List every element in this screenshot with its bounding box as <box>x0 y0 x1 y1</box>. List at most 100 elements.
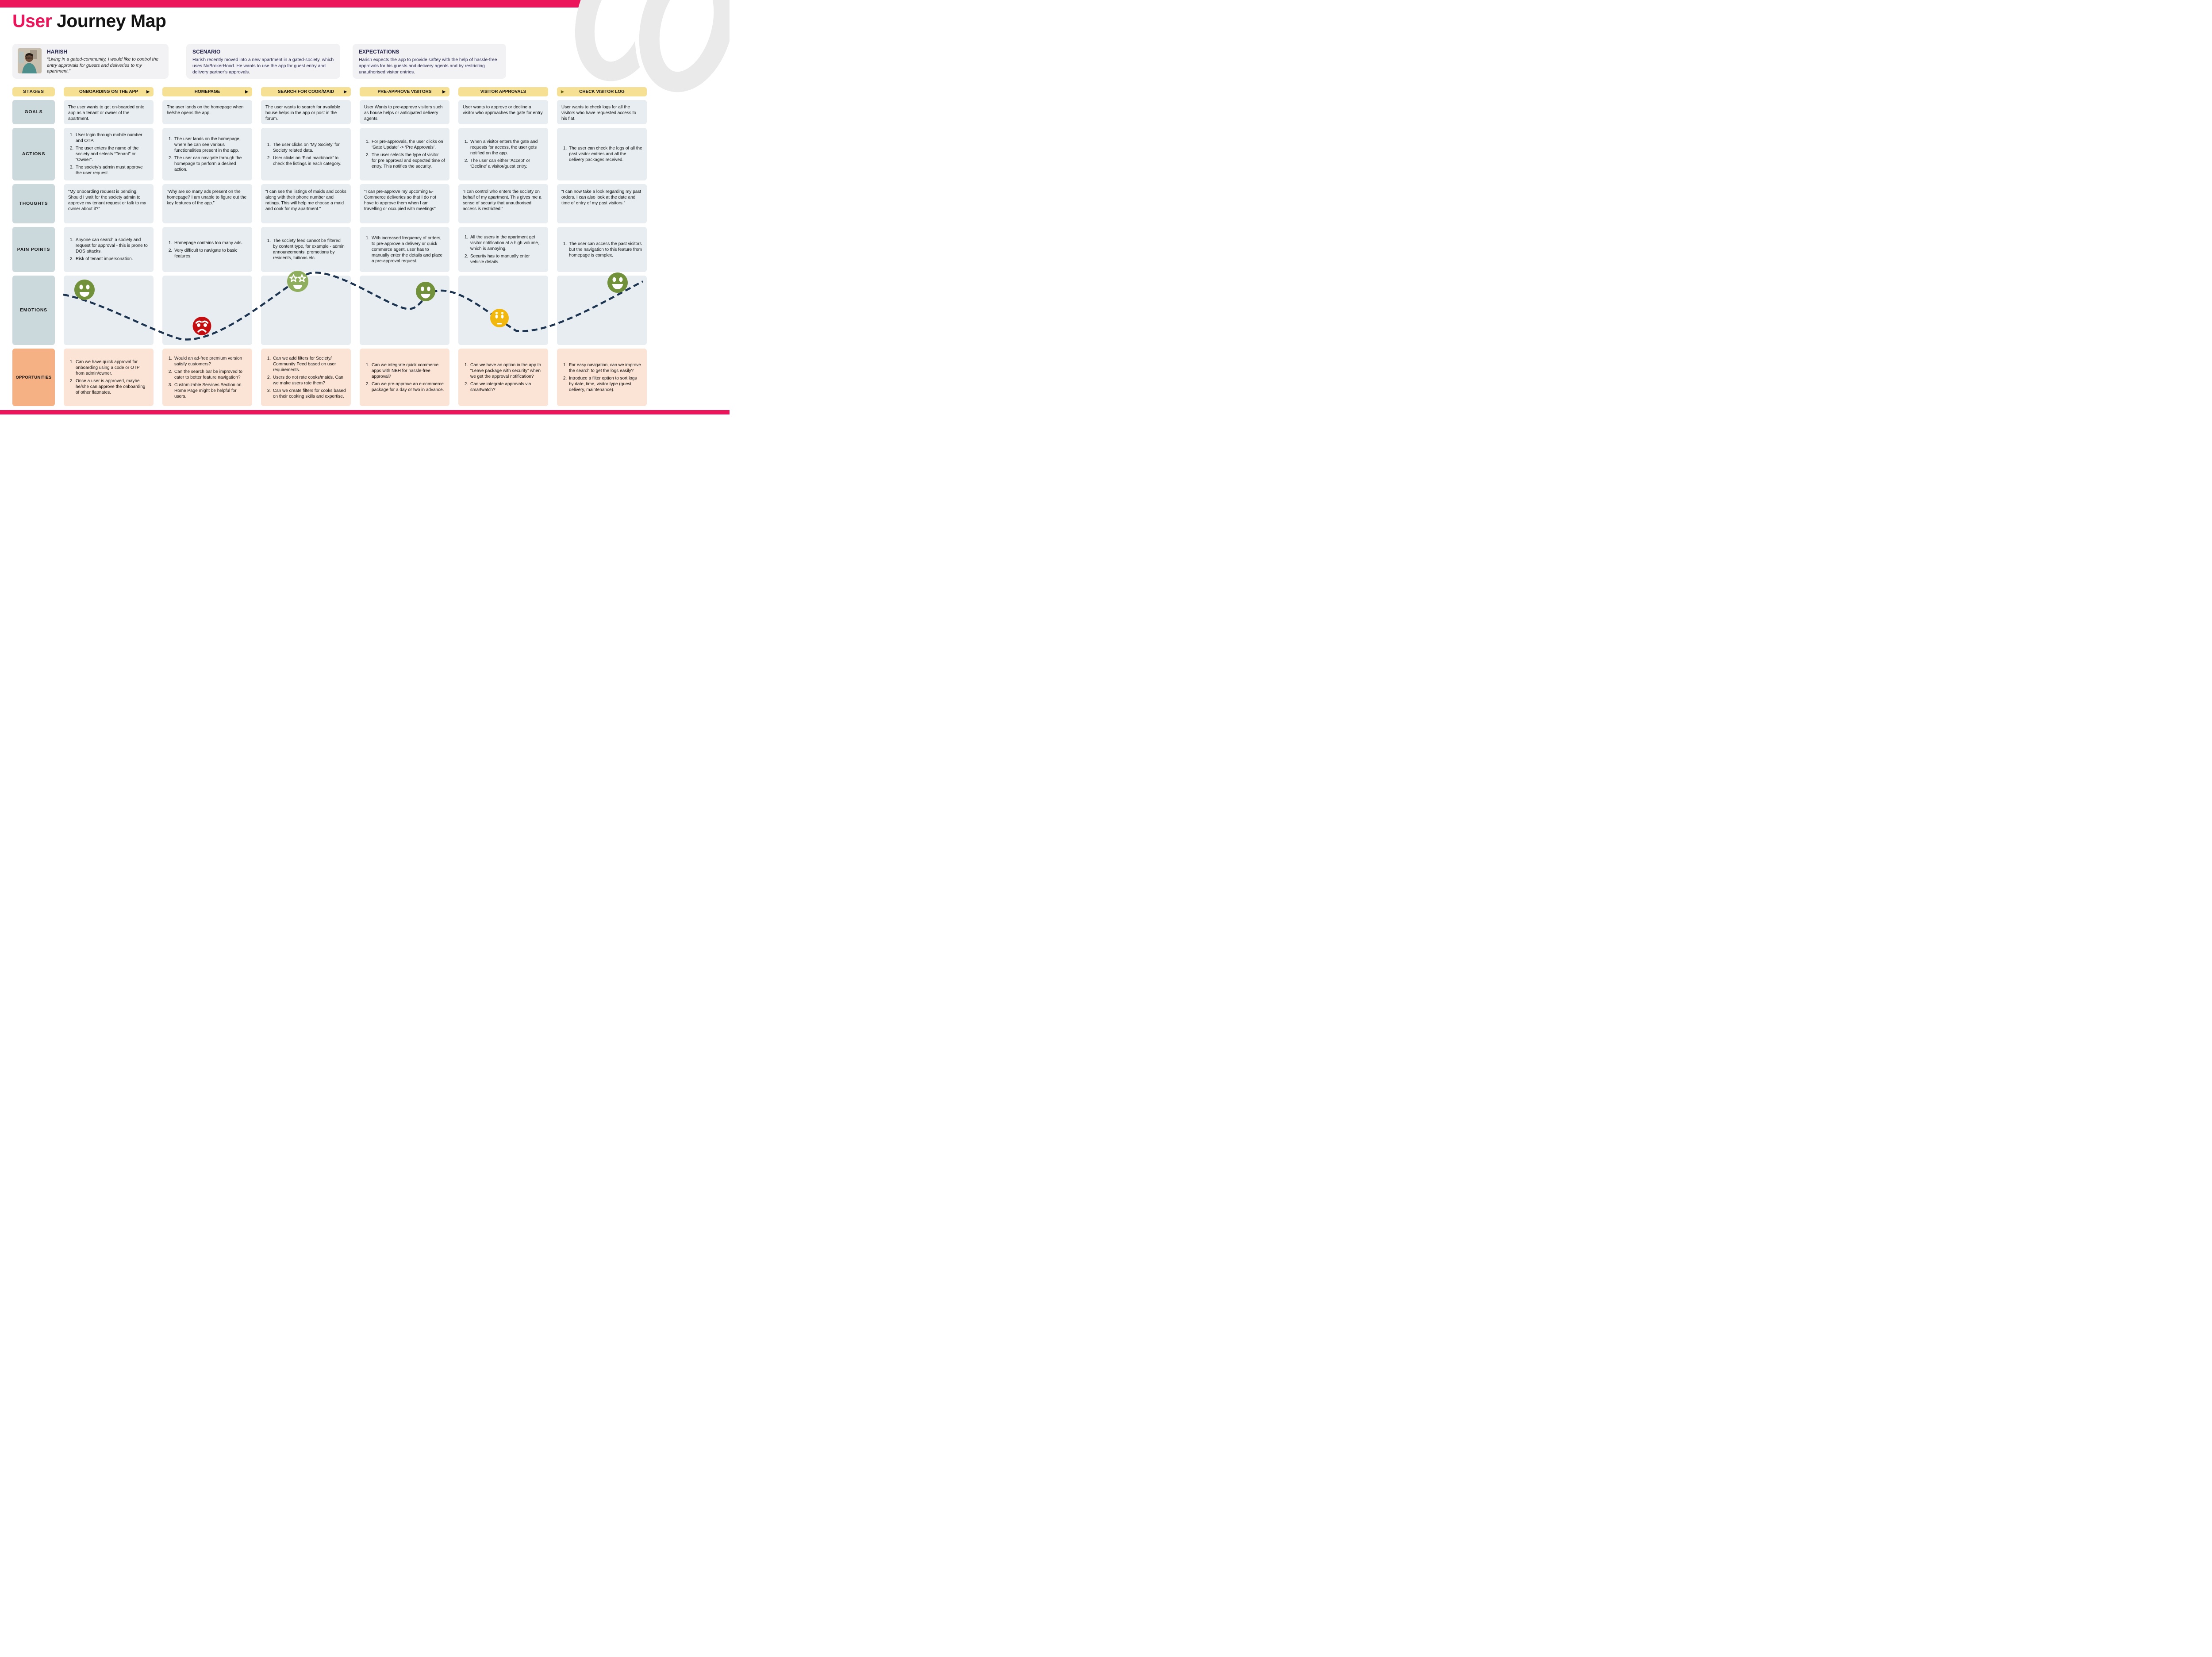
title-accent: User <box>12 11 52 31</box>
pain-cell-search-cook-maid: The society feed cannot be filtered by c… <box>261 227 351 272</box>
stage-header-onboarding: ONBOARDING ON THE APP▶ <box>64 87 154 96</box>
user-journey-map-poster: User Journey Map HARISH “Living in a gat… <box>0 0 730 414</box>
row-label-goals: GOALS <box>12 100 55 124</box>
list-item: Customizable Services Section on Home Pa… <box>173 382 248 399</box>
expectations-card: EXPECTATIONS Harish expects the app to p… <box>353 44 506 79</box>
goal-cell-onboarding: The user wants to get on-boarded onto ap… <box>64 100 154 124</box>
thought-cell-search-cook-maid: “I can see the listings of maids and coo… <box>261 184 351 223</box>
goal-cell-search-cook-maid: The user wants to search for available h… <box>261 100 351 124</box>
emotion-cell-visitor-approvals <box>458 276 548 345</box>
scenario-card: SCENARIO Harish recently moved into a ne… <box>186 44 340 79</box>
list-item: All the users in the apartment get visit… <box>469 234 544 252</box>
goal-cell-check-visitor-log: User wants to check logs for all the vis… <box>557 100 647 124</box>
list-item: For pre-approvals, the user clicks on ‘G… <box>371 139 445 150</box>
list-item: The user can check the logs of all the p… <box>568 146 642 163</box>
opportunity-cell-pre-approve-visitors: Can we integrate quick commerce apps wit… <box>360 349 449 406</box>
stage-header-check-visitor-log: ▶CHECK VISITOR LOG <box>557 87 647 96</box>
pain-cell-visitor-approvals: All the users in the apartment get visit… <box>458 227 548 272</box>
list-item: Anyone can search a society and request … <box>75 237 149 254</box>
pain-cell-check-visitor-log: The user can access the past visitors bu… <box>557 227 647 272</box>
persona-name: HARISH <box>47 49 68 55</box>
list-item: Can the search bar be improved to cater … <box>173 369 248 380</box>
journey-grid: STAGES ONBOARDING ON THE APP▶ HOMEPAGE▶ … <box>12 87 647 406</box>
goal-cell-homepage: The user lands on the homepage when he/s… <box>162 100 252 124</box>
top-accent-bar <box>0 0 585 8</box>
actions-cell-pre-approve-visitors: For pre-approvals, the user clicks on ‘G… <box>360 128 449 180</box>
stage-header-homepage: HOMEPAGE▶ <box>162 87 252 96</box>
list-item: Can we create filters for cooks based on… <box>272 388 346 399</box>
thought-cell-pre-approve-visitors: “I can pre-approve my upcoming E-Commerc… <box>360 184 449 223</box>
persona-photo <box>18 48 42 73</box>
row-label-stages: STAGES <box>12 87 55 96</box>
thought-cell-visitor-approvals: “I can control who enters the society on… <box>458 184 548 223</box>
opportunity-cell-search-cook-maid: Can we add filters for Society/ Communit… <box>261 349 351 406</box>
play-icon: ▶ <box>146 89 150 94</box>
opportunity-cell-visitor-approvals: Can we have an option in the app to “Lea… <box>458 349 548 406</box>
play-icon: ▶ <box>245 89 248 94</box>
list-item: Risk of tenant impersonation. <box>75 256 149 262</box>
persona-quote: “Living in a gated-community, I would li… <box>47 57 159 74</box>
list-item: The society feed cannot be filtered by c… <box>272 238 346 261</box>
thought-cell-onboarding: “My onboarding request is pending. Shoul… <box>64 184 154 223</box>
list-item: Can we pre-approve an e-commerce package… <box>371 381 445 393</box>
opportunity-cell-onboarding: Can we have quick approval for onboardin… <box>64 349 154 406</box>
pain-cell-homepage: Homepage contains too many ads. Very diff… <box>162 227 252 272</box>
list-item: When a visitor enters the gate and reque… <box>469 139 544 156</box>
row-label-pain-points: PAIN POINTS <box>12 227 55 272</box>
list-item: Can we integrate approvals via smartwatc… <box>469 381 544 393</box>
actions-cell-search-cook-maid: The user clicks on ‘My Society’ for Soci… <box>261 128 351 180</box>
list-item: The user can access the past visitors bu… <box>568 241 642 258</box>
bottom-accent-bar <box>0 410 730 414</box>
list-item: The user clicks on ‘My Society’ for Soci… <box>272 142 346 153</box>
persona-card: HARISH “Living in a gated-community, I w… <box>12 44 169 79</box>
list-item: For easy navigation, can we improve the … <box>568 362 642 374</box>
emotion-cell-onboarding <box>64 276 154 345</box>
list-item: The user can either ‘Accept’ or ‘Decline… <box>469 158 544 169</box>
actions-cell-visitor-approvals: When a visitor enters the gate and reque… <box>458 128 548 180</box>
list-item: Very difficult to navigate to basic feat… <box>173 248 248 259</box>
opportunity-cell-check-visitor-log: For easy navigation, can we improve the … <box>557 349 647 406</box>
expectations-text: Harish expects the app to provide saftey… <box>359 58 497 75</box>
actions-cell-onboarding: User login through mobile number and OTP… <box>64 128 154 180</box>
list-item: Can we add filters for Society/ Communit… <box>272 356 346 373</box>
page-title: User Journey Map <box>12 11 166 31</box>
row-label-thoughts: THOUGHTS <box>12 184 55 223</box>
goal-cell-pre-approve-visitors: User Wants to pre-approve visitors such … <box>360 100 449 124</box>
play-icon: ▶ <box>561 89 564 94</box>
persona-text: HARISH “Living in a gated-community, I w… <box>47 48 163 75</box>
list-item: Security has to manually enter vehicle d… <box>469 253 544 265</box>
scenario-text: Harish recently moved into a new apartme… <box>192 58 334 75</box>
list-item: The user lands on the homepage, where he… <box>173 136 248 153</box>
stage-header-visitor-approvals: VISITOR APPROVALS <box>458 87 548 96</box>
emotion-cell-homepage <box>162 276 252 345</box>
list-item: Introduce a filter option to sort logs b… <box>568 376 642 393</box>
list-item: Can we have an option in the app to “Lea… <box>469 362 544 380</box>
stage-header-pre-approve-visitors: PRE-APPROVE VISITORS▶ <box>360 87 449 96</box>
pain-cell-pre-approve-visitors: With increased frequency of orders, to p… <box>360 227 449 272</box>
play-icon: ▶ <box>442 89 445 94</box>
emotion-cell-check-visitor-log <box>557 276 647 345</box>
pain-cell-onboarding: Anyone can search a society and request … <box>64 227 154 272</box>
list-item: The user can navigate through the homepa… <box>173 155 248 173</box>
list-item: User clicks on ‘Find maid/cook’ to check… <box>272 155 346 167</box>
scenario-heading: SCENARIO <box>192 49 221 55</box>
play-icon: ▶ <box>344 89 347 94</box>
goal-cell-visitor-approvals: User wants to approve or decline a visit… <box>458 100 548 124</box>
list-item: Homepage contains too many ads. <box>173 240 248 246</box>
list-item: Users do not rate cooks/maids. Can we ma… <box>272 375 346 386</box>
stage-header-search-cook-maid: SEARCH FOR COOK/MAID▶ <box>261 87 351 96</box>
title-rest: Journey Map <box>52 11 166 31</box>
row-label-emotions: EMOTIONS <box>12 276 55 345</box>
actions-cell-homepage: The user lands on the homepage, where he… <box>162 128 252 180</box>
list-item: Can we have quick approval for onboardin… <box>75 359 149 376</box>
list-item: Once a user is approved, maybe he/she ca… <box>75 378 149 395</box>
list-item: Would an ad-free premium version satisfy… <box>173 356 248 367</box>
actions-cell-check-visitor-log: The user can check the logs of all the p… <box>557 128 647 180</box>
list-item: With increased frequency of orders, to p… <box>371 235 445 264</box>
row-label-opportunities: OPPORTUNITIES <box>12 349 55 406</box>
emotion-cell-pre-approve-visitors <box>360 276 449 345</box>
expectations-heading: EXPECTATIONS <box>359 49 399 55</box>
list-item: The society’s admin must approve the use… <box>75 165 149 176</box>
list-item: The user enters the name of the society … <box>75 146 149 163</box>
emotion-cell-search-cook-maid <box>261 276 351 345</box>
